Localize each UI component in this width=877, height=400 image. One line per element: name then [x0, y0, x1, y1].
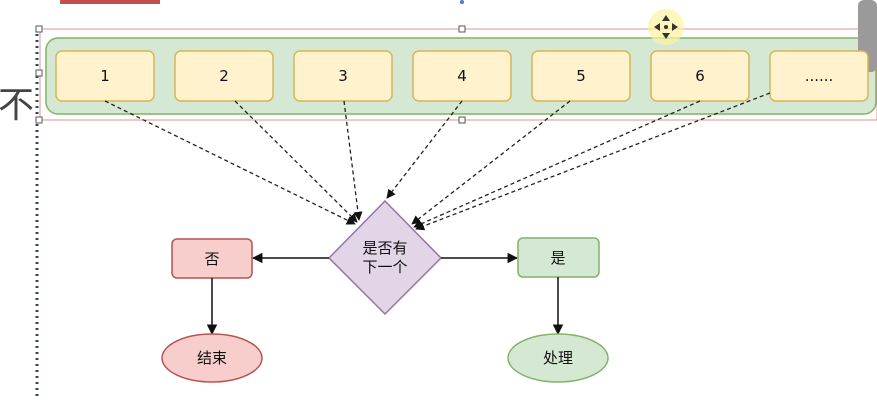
resize-handle-bm[interactable] — [458, 116, 466, 124]
end-label: 结束 — [197, 349, 227, 367]
items-group: 1 2 3 4 5 6...... — [55, 50, 869, 102]
connector-1 — [104, 100, 356, 225]
resize-handle-ml[interactable] — [35, 69, 43, 77]
yes-label: 是 — [550, 249, 565, 267]
item-box-5[interactable] — [531, 50, 631, 102]
decision-diamond[interactable] — [327, 199, 443, 316]
resize-handle-tl[interactable] — [35, 25, 43, 33]
item-label-1: 1 — [100, 67, 110, 85]
resize-handle-bl[interactable] — [35, 116, 43, 124]
connector-7 — [415, 92, 771, 231]
item-label-4: 4 — [457, 67, 467, 85]
item-label-7: ...... — [805, 67, 834, 85]
decision-label-line1: 是否有 — [362, 239, 407, 257]
item-label-5: 5 — [576, 67, 586, 85]
item-label-2: 2 — [219, 67, 229, 85]
end-ellipse[interactable] — [161, 333, 263, 383]
process-label: 处理 — [543, 349, 573, 367]
item-box-7[interactable] — [769, 50, 869, 102]
process-ellipse[interactable] — [507, 333, 609, 383]
item-label-6: 6 — [695, 67, 705, 85]
top-partial-dot — [460, 0, 464, 4]
no-label: 否 — [204, 250, 219, 268]
item-label-3: 3 — [338, 67, 348, 85]
connector-2 — [234, 100, 358, 223]
decision-label-line2: 下一个 — [362, 258, 407, 276]
connector-4 — [386, 100, 463, 199]
item-box-3[interactable] — [293, 50, 393, 102]
dashed-connectors — [104, 92, 771, 231]
item-box-2[interactable] — [174, 50, 274, 102]
top-partial-bar — [60, 0, 160, 4]
connector-3 — [343, 100, 363, 221]
connector-5 — [411, 100, 571, 225]
connector-6 — [413, 100, 701, 228]
resize-handle-tm[interactable] — [458, 25, 466, 33]
partial-left-glyph: 不 — [0, 85, 35, 126]
selection-handles[interactable] — [35, 25, 466, 124]
move-handle-icon[interactable] — [648, 9, 684, 45]
